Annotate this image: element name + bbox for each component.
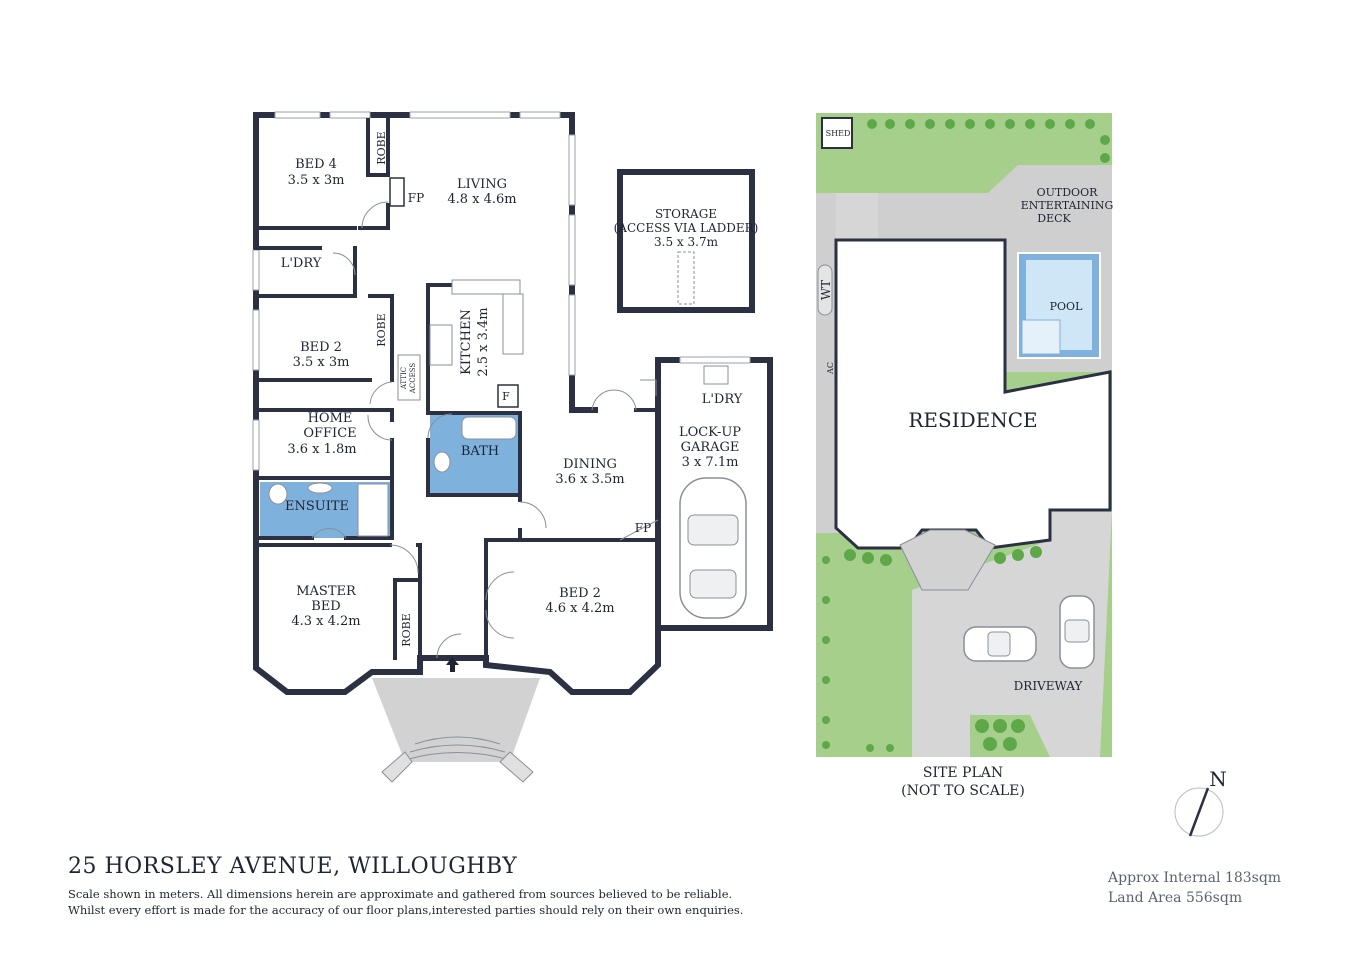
entry-arrow <box>446 657 459 672</box>
room-name: DINING <box>563 457 617 472</box>
site-plan: SHED OUTDOOR ENTERTAINING DECK POOL RESI… <box>816 113 1113 799</box>
attic-label: ATTIC <box>400 367 408 390</box>
room-dims: 3 x 7.1m <box>682 455 739 470</box>
room-name: BED <box>311 599 340 614</box>
deck-label: ENTERTAINING <box>1021 199 1114 212</box>
car-icon <box>1059 595 1095 669</box>
porch-pillar-left <box>381 751 413 783</box>
robe-label: ROBE <box>375 313 388 346</box>
room-name: STORAGE <box>655 207 717 221</box>
attic-label: ACCESS <box>409 363 417 395</box>
compass-icon: N <box>1174 767 1227 837</box>
room-name: BED 4 <box>295 157 337 172</box>
internal-area: Approx Internal 183sqm <box>1108 870 1282 886</box>
room-name: LOCK-UP <box>679 425 741 440</box>
room-name: GARAGE <box>681 440 740 455</box>
car-icon <box>679 477 747 619</box>
entry-porch <box>372 678 540 762</box>
fp-label: FP <box>408 191 424 205</box>
site-plan-title: SITE PLAN <box>923 765 1003 781</box>
room-name: OFFICE <box>303 426 356 441</box>
room-dims: 3.5 x 3m <box>288 173 345 188</box>
porch-pillar-right <box>499 751 534 783</box>
driveway-label: DRIVEWAY <box>1014 679 1084 693</box>
room-name: LIVING <box>457 177 507 192</box>
room-name: BED 2 <box>300 340 342 355</box>
room-dims: 3.6 x 1.8m <box>287 442 356 457</box>
fp-label: FP <box>635 521 651 535</box>
robe-label: ROBE <box>400 613 413 646</box>
room-name: ENSUITE <box>285 499 349 514</box>
deck-label: DECK <box>1037 212 1071 225</box>
pool-label: POOL <box>1050 300 1083 313</box>
room-name: BATH <box>461 444 499 459</box>
residence-label: RESIDENCE <box>908 408 1037 432</box>
property-address: 25 HORSLEY AVENUE, WILLOUGHBY <box>68 854 518 879</box>
room-name: HOME <box>308 411 353 426</box>
room-dims: 4.8 x 4.6m <box>447 192 516 207</box>
room-dims: 4.3 x 4.2m <box>291 614 360 629</box>
room-name: (ACCESS VIA LADDER) <box>614 221 759 235</box>
outer-wall-west <box>253 112 773 695</box>
room-name: L'DRY <box>281 256 322 271</box>
shed-label: SHED <box>826 129 851 138</box>
disclaimer-line: Whilst every effort is made for the accu… <box>68 903 744 917</box>
disclaimer-line: Scale shown in meters. All dimensions he… <box>68 887 733 901</box>
entry-steps <box>404 752 511 761</box>
room-name: KITCHEN <box>459 309 474 375</box>
room-name: BED 2 <box>559 586 601 601</box>
north-label: N <box>1209 767 1227 791</box>
wt-label: WT <box>819 280 833 300</box>
f-label: F <box>502 390 510 403</box>
hedge <box>822 119 1110 752</box>
car-icon <box>963 626 1037 662</box>
room-dims: 2.5 x 3.4m <box>476 307 491 376</box>
floor-plan: BED 4 3.5 x 3m LIVING 4.8 x 4.6m L'DRY B… <box>252 111 773 783</box>
room-dims: 3.5 x 3m <box>293 355 350 370</box>
land-area: Land Area 556sqm <box>1108 890 1243 906</box>
robe-label: ROBE <box>375 131 388 164</box>
room-name: L'DRY <box>702 392 743 407</box>
room-dims: 3.6 x 3.5m <box>555 472 624 487</box>
shed <box>821 117 853 149</box>
room-dims: 4.6 x 4.2m <box>545 601 614 616</box>
ac-label: AC <box>826 362 835 375</box>
residence-outline <box>834 238 1112 550</box>
room-name: MASTER <box>296 584 357 599</box>
deck-label: OUTDOOR <box>1037 186 1098 199</box>
room-dims: 3.5 x 3.7m <box>654 235 719 249</box>
site-plan-subtitle: (NOT TO SCALE) <box>901 783 1025 799</box>
